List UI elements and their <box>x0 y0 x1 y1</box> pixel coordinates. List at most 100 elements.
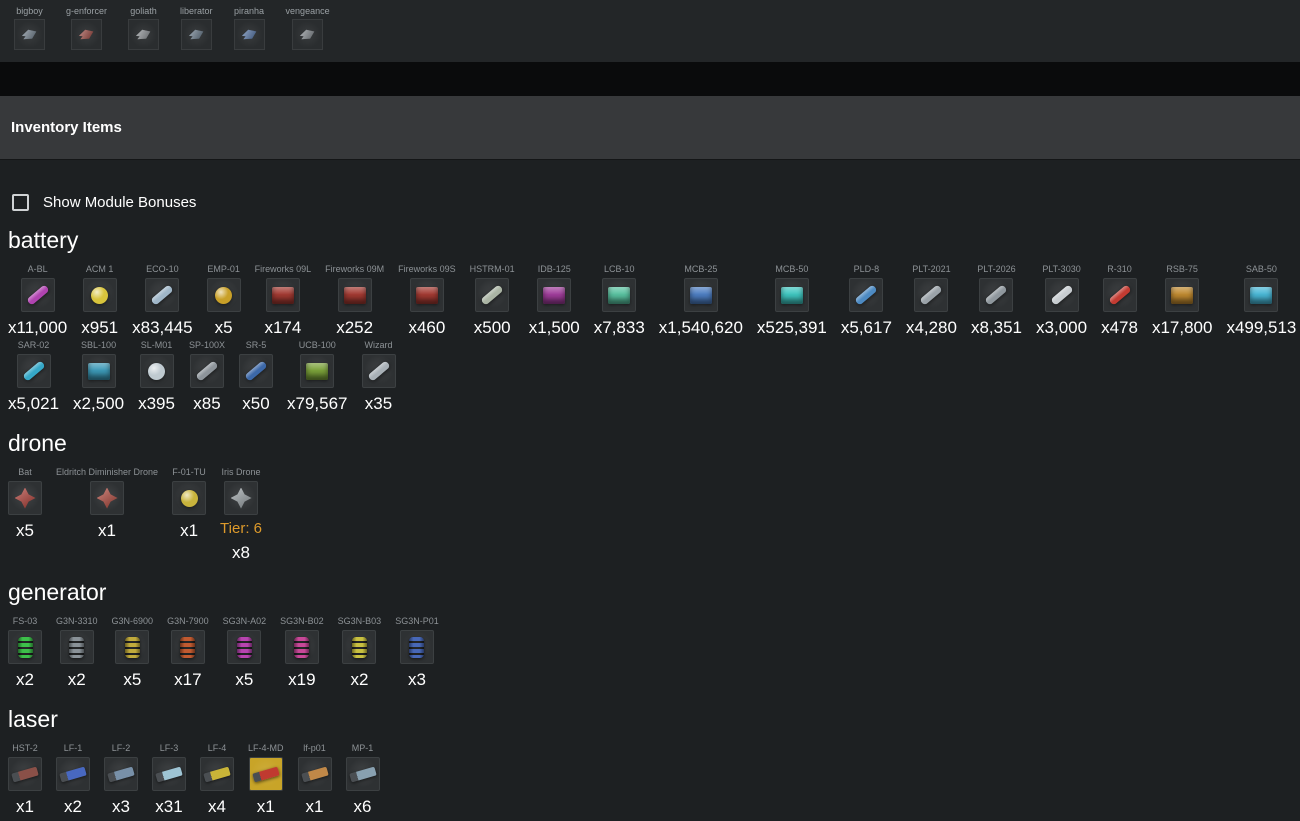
item-label: LF-4 <box>207 743 227 753</box>
ship-vengeance[interactable]: vengeance <box>286 6 330 50</box>
item-icon <box>139 354 174 388</box>
item-label: G3N-7900 <box>167 616 209 626</box>
item-icon <box>1244 278 1279 312</box>
item-label: SAB-50 <box>1245 264 1277 274</box>
item-icon <box>361 354 396 388</box>
item-count: x252 <box>336 318 374 337</box>
item-icon <box>265 278 300 312</box>
ship-icon <box>128 19 160 50</box>
item-count: x395 <box>138 394 175 413</box>
item-label: Fireworks 09S <box>398 264 456 274</box>
show-module-bonuses-checkbox[interactable] <box>12 194 29 211</box>
item-icon <box>537 278 572 312</box>
item-count: x2 <box>64 797 82 816</box>
ship-bigboy[interactable]: bigboy <box>14 6 45 50</box>
item-label: MP-1 <box>351 743 374 753</box>
item-label: G3N-6900 <box>111 616 154 626</box>
item-count: x1 <box>98 521 116 540</box>
item-label: IDB-125 <box>537 264 571 274</box>
item-count: x1 <box>16 797 34 816</box>
item-count: x478 <box>1101 318 1138 337</box>
item-label: SAR-02 <box>17 340 50 350</box>
item-count: x2 <box>350 670 369 689</box>
item-icon <box>337 278 372 312</box>
item-icon <box>16 354 51 388</box>
inventory-item[interactable]: SAR-02 x5,021 <box>8 340 59 414</box>
ship-label: liberator <box>180 6 213 16</box>
item-count: x1 <box>180 521 199 540</box>
item-label: SG3N-B02 <box>280 616 324 626</box>
item-count: x1 <box>256 797 275 816</box>
item-count: x19 <box>288 670 316 689</box>
item-count: x5 <box>235 670 254 689</box>
item-label: Fireworks 09L <box>254 264 312 274</box>
item-icon <box>82 278 117 312</box>
ship-label: piranha <box>234 6 265 16</box>
item-count: x35 <box>364 394 393 413</box>
item-icon <box>20 278 55 312</box>
inventory-item[interactable]: SG3N-B02 x19 <box>280 616 324 690</box>
ship-goliath[interactable]: goliath <box>128 6 160 50</box>
item-icon <box>189 354 224 388</box>
show-module-bonuses[interactable]: Show Module Bonuses <box>8 194 1300 211</box>
item-label: G3N-3310 <box>56 616 98 626</box>
item-count: x8 <box>232 543 250 562</box>
page-title: Inventory Items <box>11 119 122 136</box>
item-label: SP-100X <box>188 340 225 350</box>
ship-liberator[interactable]: liberator <box>180 6 213 50</box>
item-icon <box>239 354 273 388</box>
item-count: x5,021 <box>8 394 60 413</box>
item-count: x3 <box>112 797 130 816</box>
ship-g-enforcer[interactable]: g-enforcer <box>66 6 107 50</box>
item-count: x3,000 <box>1036 318 1088 337</box>
item-label: lf-p01 <box>303 743 326 753</box>
ship-piranha[interactable]: piranha <box>233 6 265 50</box>
item-count: x79,567 <box>287 394 348 413</box>
